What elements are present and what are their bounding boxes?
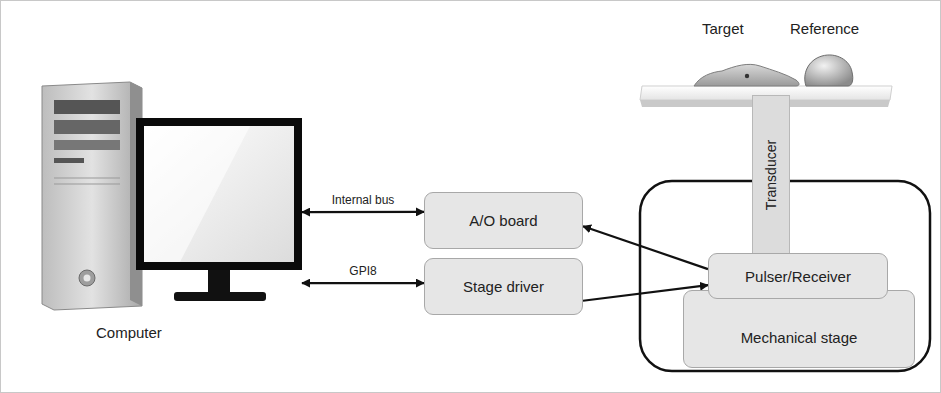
transducer-bar: Transducer bbox=[752, 95, 790, 255]
sample-label: Reference bbox=[790, 20, 859, 37]
node-text: Transducer bbox=[763, 140, 779, 210]
node-text: Pulser/Receiver bbox=[745, 268, 851, 285]
computer-node: Computer bbox=[30, 78, 302, 343]
stage-box: Mechanical stage bbox=[683, 290, 915, 368]
process-box: A/O board bbox=[424, 192, 583, 249]
connector-arrow bbox=[583, 226, 708, 269]
target-sample bbox=[694, 64, 799, 86]
process-box: Pulser/Receiver bbox=[708, 253, 888, 299]
node-text: Stage driver bbox=[463, 278, 544, 295]
node-text: Mechanical stage bbox=[741, 329, 858, 346]
computer-illustration bbox=[30, 78, 302, 343]
node-text: Computer bbox=[96, 324, 162, 341]
bus-label: GPI8 bbox=[347, 264, 378, 278]
bus-label: Internal bus bbox=[330, 193, 397, 207]
process-box: Stage driver bbox=[424, 258, 583, 315]
sample-label: Target bbox=[702, 20, 744, 37]
reference-sample bbox=[805, 55, 853, 86]
node-text: A/O board bbox=[469, 212, 537, 229]
connector-arrow bbox=[302, 282, 424, 284]
connector-arrow bbox=[302, 211, 424, 213]
